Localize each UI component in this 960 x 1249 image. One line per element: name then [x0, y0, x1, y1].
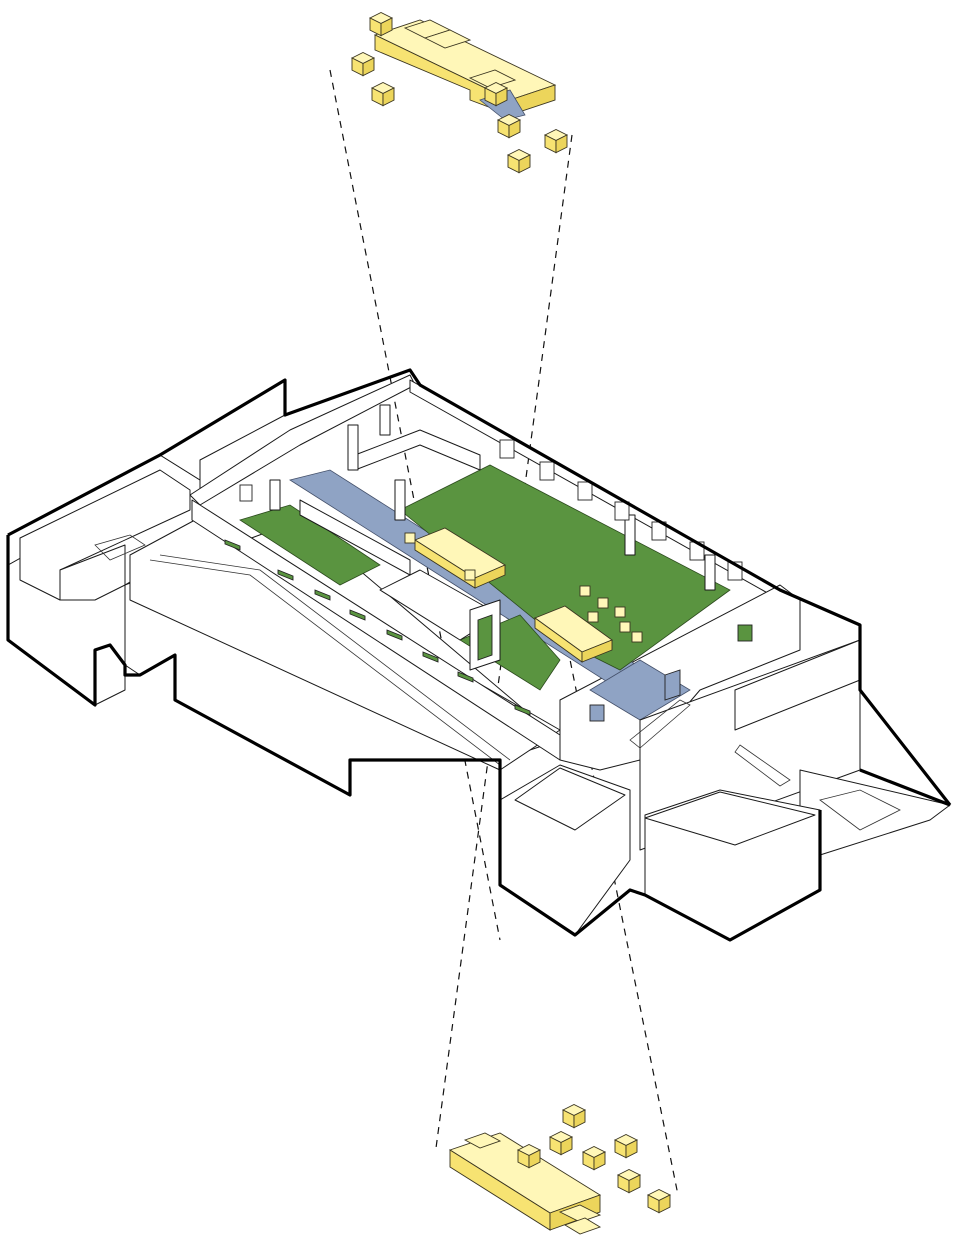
upper-module-cluster	[373, 19, 557, 121]
court-cube-3	[614, 606, 626, 618]
lower-bench-step-3	[563, 1217, 602, 1235]
cube-1-top	[514, 767, 626, 831]
slit-3	[314, 589, 331, 601]
green-door	[477, 614, 493, 661]
court-cube-8	[404, 532, 416, 544]
window-e4	[614, 501, 630, 521]
lower-bench-step-1	[463, 1132, 502, 1149]
slit-7	[457, 671, 474, 683]
module-cube-9	[548, 1130, 574, 1156]
outline-roof	[7, 368, 952, 806]
west-stair	[94, 534, 146, 561]
court-cube-6	[587, 611, 599, 623]
module-cube-2	[350, 51, 376, 77]
module-cube-13	[646, 1188, 672, 1214]
outline-east-tip	[859, 768, 951, 807]
stair-east-1	[629, 699, 691, 749]
court-cube-2	[597, 597, 609, 609]
module-cube-10	[581, 1145, 607, 1171]
pillar-5	[624, 514, 636, 556]
court-bench-1-right	[474, 564, 506, 589]
ramp-line-1	[149, 559, 501, 766]
slit-1	[224, 539, 241, 551]
module-cube-1	[368, 11, 394, 37]
court-cube-5	[631, 631, 643, 643]
ramp-corridor-floor	[129, 519, 561, 771]
module-cube-4	[496, 113, 522, 139]
court-bench-2-right	[581, 639, 613, 663]
window-s-blue	[589, 704, 605, 722]
slit-6	[422, 651, 439, 663]
courtyard-modules	[404, 527, 643, 663]
pillar-4	[394, 479, 406, 521]
window-e3	[577, 481, 593, 501]
court-cube-1	[579, 585, 591, 597]
stair-east-2	[734, 744, 791, 787]
upper-bench-step-2	[423, 29, 472, 49]
slit-8	[514, 704, 531, 716]
ramp-line-2	[159, 554, 511, 761]
window-n1	[239, 484, 253, 502]
building-shell	[6, 368, 952, 942]
window-e2	[539, 461, 555, 481]
pillar-3	[269, 479, 281, 511]
blue-door	[664, 669, 681, 701]
cube-2-top	[644, 791, 816, 846]
corridor-windows	[224, 539, 531, 716]
loose-cubes	[350, 11, 672, 1214]
outline-ground	[6, 535, 822, 942]
lawn-central	[399, 464, 731, 671]
module-cube-14	[516, 1143, 542, 1169]
east-ramp	[799, 769, 951, 891]
lower-module-cluster	[448, 1132, 602, 1235]
projection-line-right-lower	[559, 609, 679, 1196]
pillar-2	[379, 404, 391, 436]
window-e1	[499, 439, 515, 459]
module-cube-3	[370, 81, 396, 107]
module-cube-6	[506, 148, 532, 174]
partition-north	[354, 429, 481, 471]
slit-4	[349, 609, 366, 621]
east-stair-landing	[819, 789, 901, 831]
pillar-1	[347, 424, 359, 471]
upper-bench-step-3	[468, 69, 517, 89]
court-cube-4	[619, 621, 631, 633]
module-cube-5	[543, 128, 569, 154]
module-cube-12	[616, 1168, 642, 1194]
slit-2	[277, 569, 294, 581]
west-wing-interior	[19, 469, 191, 601]
module-cube-11	[613, 1133, 639, 1159]
window-s-green	[737, 624, 753, 642]
slit-5	[386, 629, 403, 641]
court-cube-7	[464, 569, 476, 581]
module-cube-7	[483, 81, 509, 107]
module-cube-8	[561, 1103, 587, 1129]
lower-bench-step-2	[558, 1204, 602, 1223]
pillar-6	[704, 554, 716, 591]
